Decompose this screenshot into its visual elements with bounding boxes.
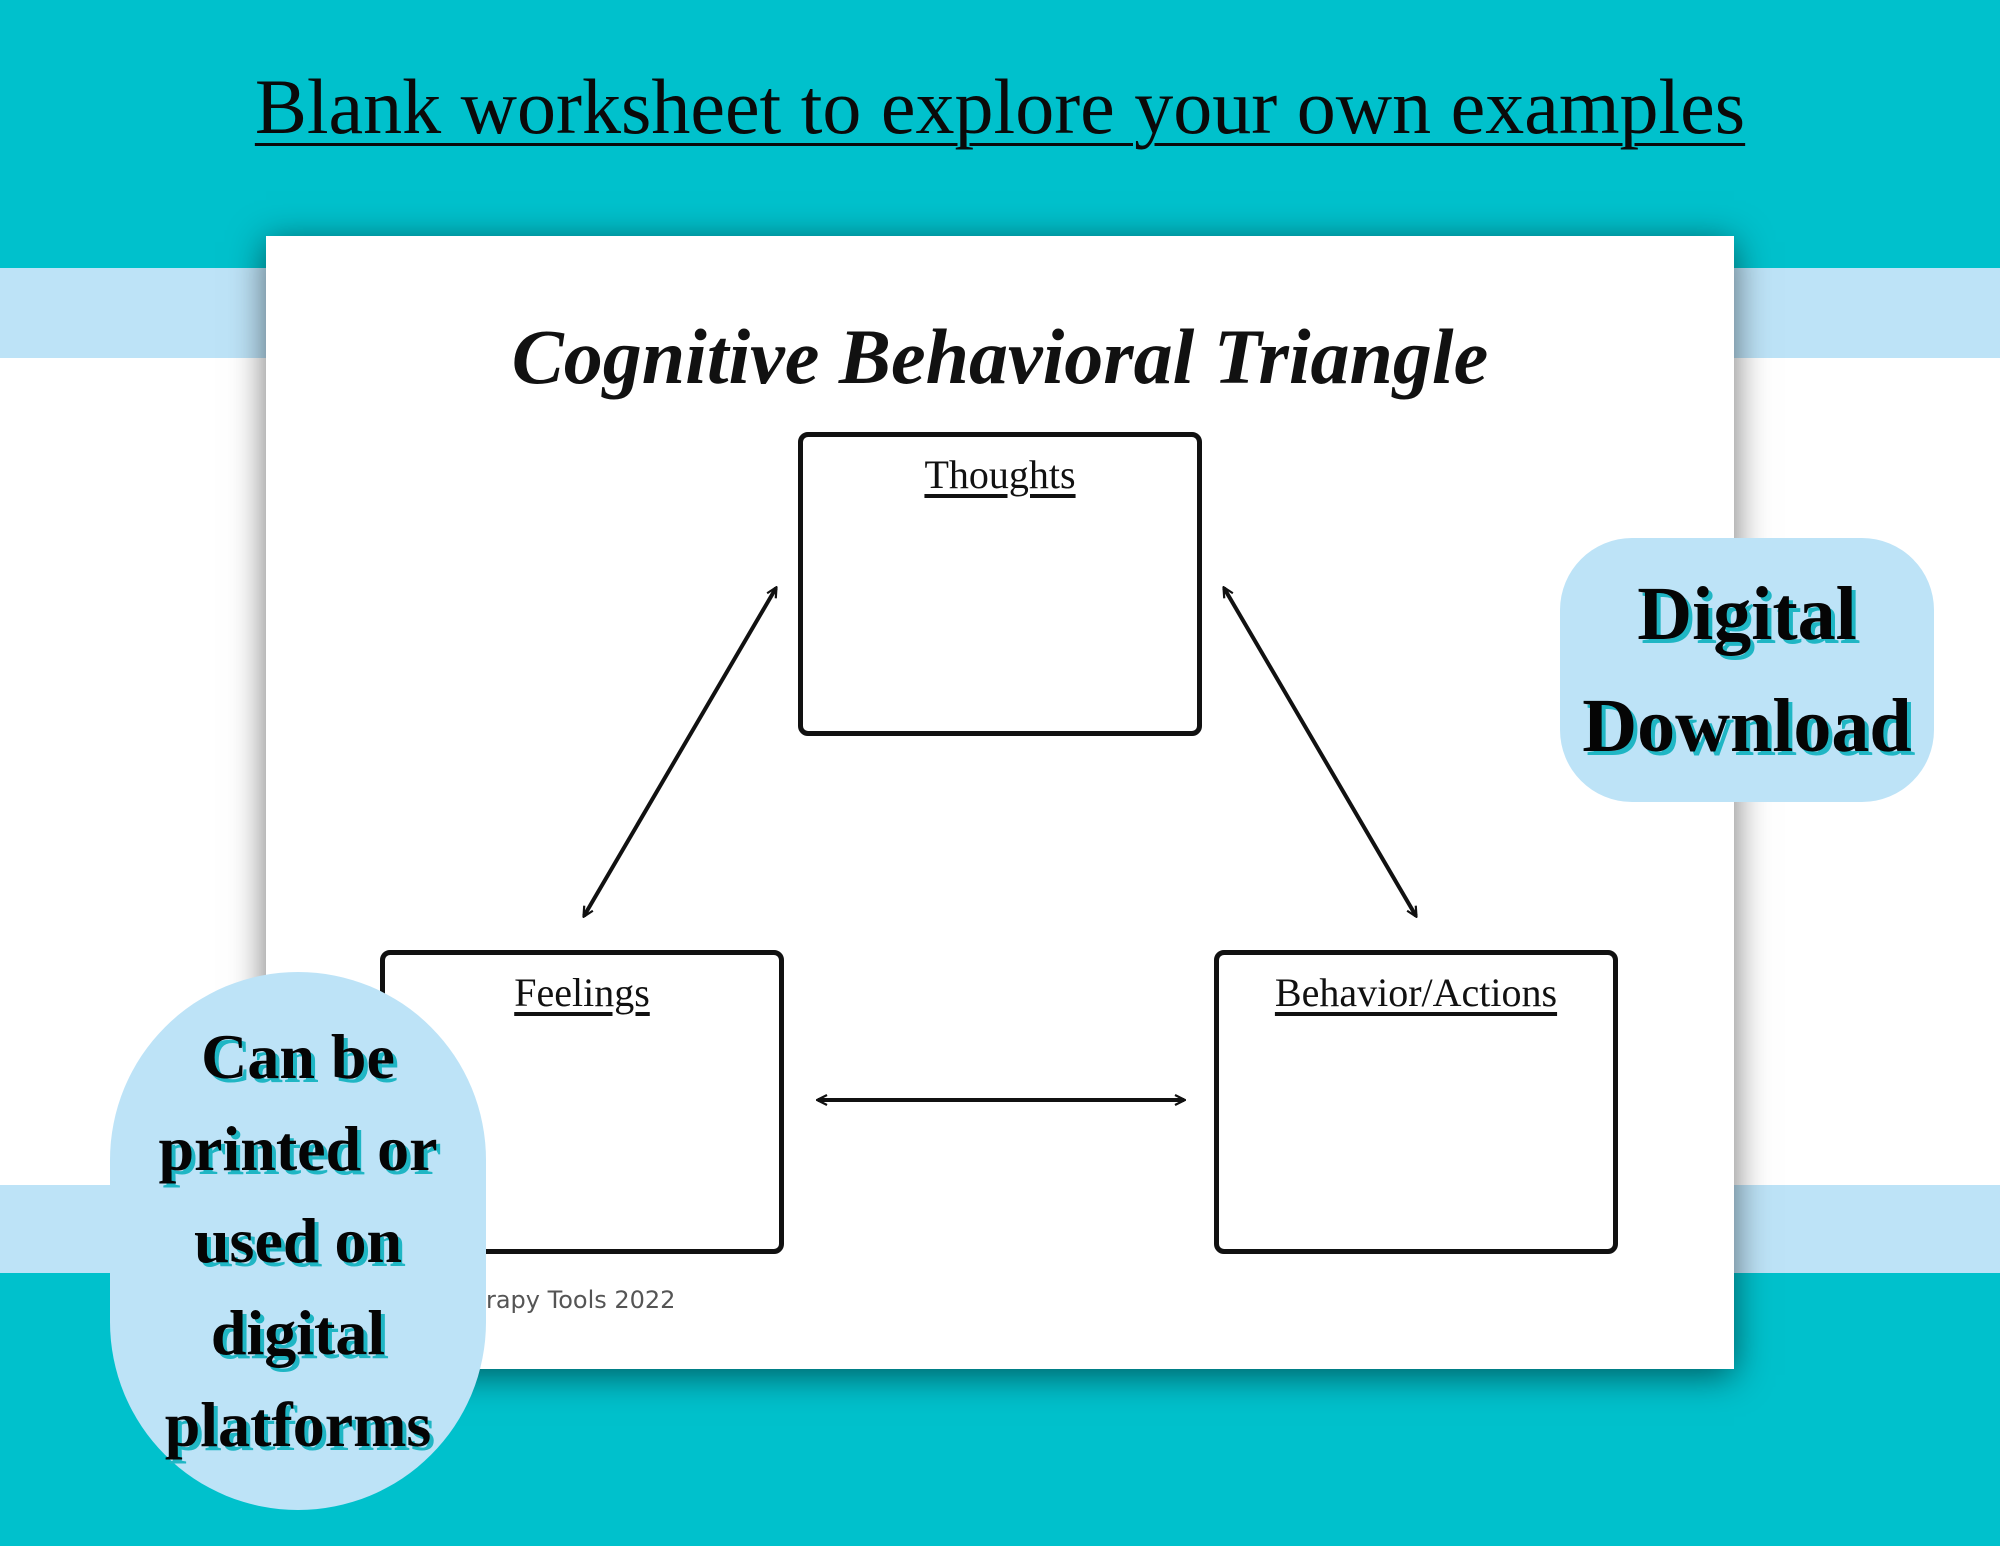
print-digital-badge: Can be printed or used on digital platfo… [110,972,486,1510]
print-digital-text: Can be printed or used on digital platfo… [158,1021,438,1460]
digital-download-badge: Digital Download [1560,538,1934,802]
digital-download-text: Digital Download [1582,572,1912,768]
copyright-text: herapy Tools 2022 [456,1286,676,1314]
connector-arrows [266,236,1734,1369]
arrow-thoughts-behavior [1224,588,1416,916]
top-teal-band [0,0,2000,268]
worksheet-title: Cognitive Behavioral Triangle [511,313,1489,400]
feelings-label: Feelings [514,970,650,1015]
thoughts-box[interactable]: Thoughts [798,432,1202,736]
behavior-actions-label: Behavior/Actions [1274,970,1558,1015]
page-heading: Blank worksheet to explore your own exam… [254,63,1746,150]
arrow-thoughts-feelings [584,588,776,916]
behavior-actions-box[interactable]: Behavior/Actions [1214,950,1618,1254]
worksheet-preview: Cognitive Behavioral Triangle Thoughts F… [266,236,1734,1369]
thoughts-label: Thoughts [924,452,1076,497]
